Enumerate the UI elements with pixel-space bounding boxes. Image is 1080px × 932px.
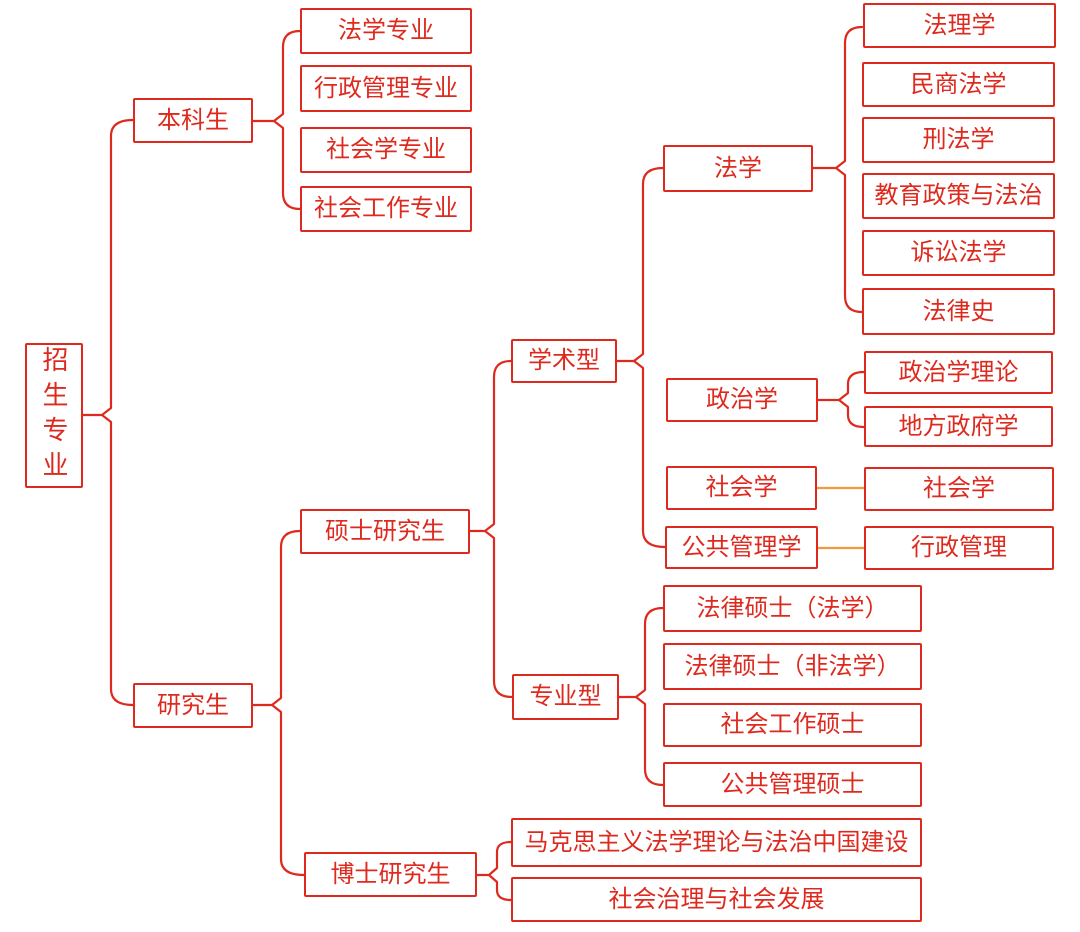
brace-political-science: [816, 370, 866, 429]
brace-masters: [468, 359, 514, 699]
node-masters: 硕士研究生: [300, 509, 470, 554]
node-public-management-master: 公共管理硕士: [663, 762, 922, 807]
node-admissions-majors-label: 招生专业: [39, 345, 69, 486]
node-sociology: 社会学: [666, 466, 817, 510]
node-public-administration-major: 行政管理专业: [300, 65, 472, 112]
brace-professional: [617, 606, 665, 787]
node-admissions-majors: 招生专业: [25, 343, 83, 488]
brace-root: [81, 118, 135, 707]
node-civil-commercial-law: 民商法学: [862, 62, 1055, 107]
node-public-admin-program: 行政管理: [864, 526, 1054, 570]
brace-undergraduate: [251, 29, 302, 211]
node-juris-master-nonlaw: 法律硕士（非法学）: [663, 643, 922, 690]
node-criminal-law: 刑法学: [862, 117, 1055, 163]
node-sociology-major: 社会学专业: [300, 127, 472, 173]
node-local-government: 地方政府学: [864, 406, 1053, 447]
node-social-work-major: 社会工作专业: [300, 186, 472, 232]
node-education-policy-law: 教育政策与法治: [862, 173, 1055, 219]
node-social-work-master: 社会工作硕士: [663, 703, 922, 747]
brace-postgraduate: [251, 529, 306, 877]
node-political-science: 政治学: [666, 378, 818, 422]
node-phd-social-governance: 社会治理与社会发展: [511, 877, 922, 922]
node-procedural-law: 诉讼法学: [862, 230, 1055, 276]
node-sociology-program: 社会学: [864, 467, 1054, 511]
node-juris-master-law: 法律硕士（法学）: [663, 585, 922, 632]
node-legal-history: 法律史: [862, 288, 1055, 335]
node-undergraduate: 本科生: [133, 98, 253, 143]
node-academic-type: 学术型: [511, 339, 617, 383]
brace-law: [811, 25, 864, 314]
node-doctoral: 博士研究生: [304, 852, 477, 897]
node-professional-type: 专业型: [512, 674, 619, 720]
node-public-management: 公共管理学: [665, 526, 818, 569]
node-political-theory: 政治学理论: [864, 351, 1053, 394]
node-law-major: 法学专业: [300, 8, 472, 54]
brace-doctoral: [475, 840, 513, 902]
node-phd-marxist-law-theory: 马克思主义法学理论与法治中国建设: [511, 818, 922, 867]
node-postgraduate: 研究生: [133, 683, 253, 728]
node-law: 法学: [663, 145, 813, 192]
brace-academic: [615, 166, 667, 549]
node-jurisprudence: 法理学: [863, 3, 1056, 48]
